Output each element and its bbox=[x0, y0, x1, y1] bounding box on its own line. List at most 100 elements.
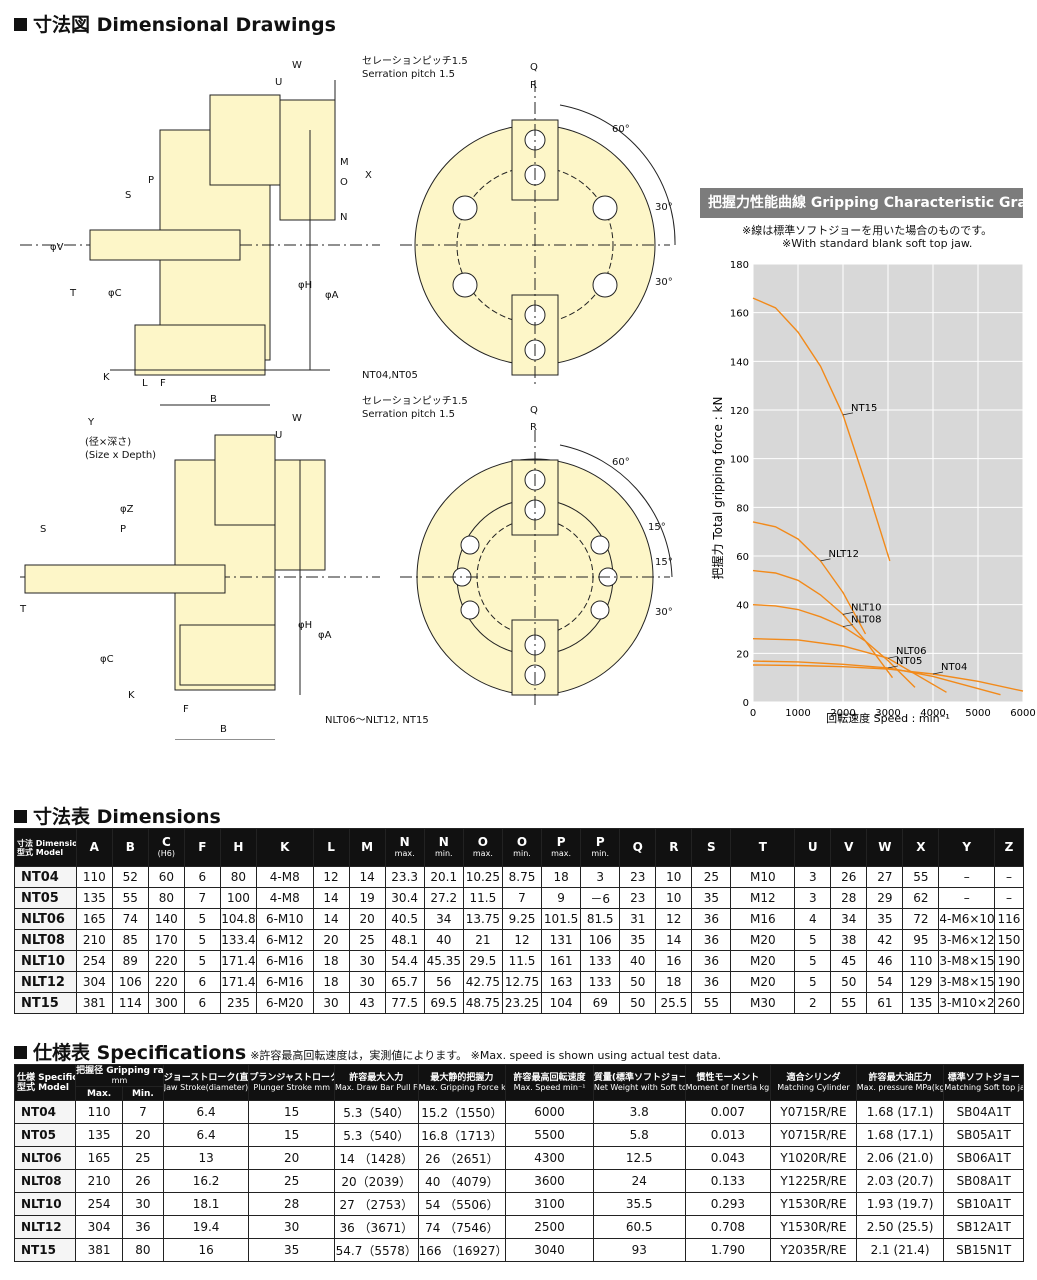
dim-cell: 161 bbox=[541, 950, 582, 972]
model-cell: NT05 bbox=[14, 887, 77, 909]
dim-cell: 23.3 bbox=[384, 866, 425, 888]
dim-cell: 381 bbox=[75, 992, 113, 1014]
model-cell: NLT12 bbox=[13, 1215, 77, 1239]
dim-cell: 6-M20 bbox=[255, 992, 314, 1014]
spec-cell: 20 bbox=[122, 1123, 164, 1147]
dim-r-bottom: R bbox=[530, 422, 537, 433]
spec-cell: 54.7（5578） bbox=[334, 1238, 419, 1262]
dim-cell: 135 bbox=[902, 992, 940, 1014]
series-leader bbox=[842, 624, 854, 627]
dim-cell: 9 bbox=[541, 887, 582, 909]
front-view-bottom bbox=[400, 430, 673, 705]
dim-cell: 171.4 bbox=[219, 950, 257, 972]
y-size-label-jp: (径×深さ) bbox=[85, 435, 131, 448]
series-label-nlt12: NLT12 bbox=[829, 549, 860, 560]
dim-cell: 165 bbox=[75, 908, 113, 930]
dim-cell: 23 bbox=[619, 887, 657, 909]
dim-cell: 110 bbox=[75, 866, 113, 888]
spec-cell: 2500 bbox=[505, 1215, 594, 1239]
dim-cell: 55 bbox=[111, 887, 149, 909]
dim-cell: 14 bbox=[348, 866, 386, 888]
dim-cell: 74 bbox=[111, 908, 149, 930]
spec-cell: Y0715R/RE bbox=[770, 1100, 857, 1124]
dim-cell: 14 bbox=[312, 887, 350, 909]
series-leader bbox=[932, 671, 944, 675]
dim-cell: 6 bbox=[183, 866, 221, 888]
spec-cell: Y0715R/RE bbox=[770, 1123, 857, 1147]
dim-cell: 29.5 bbox=[462, 950, 503, 972]
dim-cell: 19 bbox=[348, 887, 386, 909]
dim-cell: 6 bbox=[183, 971, 221, 993]
dim-t-top: T bbox=[69, 288, 77, 299]
model-cell: NLT06 bbox=[14, 908, 77, 930]
dim-x-top: X bbox=[365, 170, 372, 181]
spec-cell: SB08A1T bbox=[943, 1169, 1024, 1193]
dim-cell: 11.5 bbox=[501, 950, 543, 972]
dim-cell: 260 bbox=[993, 992, 1025, 1014]
dim-cell: 190 bbox=[993, 950, 1025, 972]
dim-f-top: F bbox=[160, 378, 166, 389]
spec-cell: 3600 bbox=[505, 1169, 594, 1193]
dim-cell: M20 bbox=[730, 929, 796, 951]
spec-cell: 6000 bbox=[505, 1100, 594, 1124]
dim-cell: 69.5 bbox=[423, 992, 464, 1014]
dim-cell: 89 bbox=[111, 950, 149, 972]
dim-col-header: T bbox=[730, 828, 796, 867]
spec-cell: 1.68 (17.1) bbox=[855, 1123, 945, 1147]
dim-cell: 30 bbox=[348, 950, 386, 972]
spec-cell: SB04A1T bbox=[943, 1100, 1024, 1124]
dim-cell: 13.75 bbox=[462, 908, 503, 930]
x-tick-label: 3000 bbox=[875, 708, 900, 719]
dim-cell: 80 bbox=[147, 887, 185, 909]
dim-corner-header: 寸法 Dimensions型式 Model bbox=[14, 828, 77, 867]
dim-cell: 129 bbox=[902, 971, 940, 993]
spec-sub-header: Min. bbox=[122, 1086, 164, 1101]
model-cell: NT15 bbox=[14, 992, 77, 1014]
model-cell: NT05 bbox=[13, 1123, 77, 1147]
spec-cell: SB05A1T bbox=[943, 1123, 1024, 1147]
dim-cell: 110 bbox=[902, 950, 940, 972]
dim-cell: 36 bbox=[691, 929, 732, 951]
spec-cell: 4300 bbox=[505, 1146, 594, 1170]
spec-cell: 30 bbox=[122, 1192, 164, 1216]
series-line-nlt12 bbox=[752, 521, 867, 635]
dim-a-bottom: φA bbox=[318, 630, 332, 641]
dim-cell: 171.4 bbox=[219, 971, 257, 993]
model-cell: NT04 bbox=[14, 866, 77, 888]
dim-a-top: φA bbox=[325, 290, 339, 301]
serration-label-en-bottom: Serration pitch 1.5 bbox=[362, 409, 455, 420]
y-size-label-en: (Size x Depth) bbox=[85, 450, 156, 461]
spec-cell: 0.293 bbox=[684, 1192, 772, 1216]
front-view-top bbox=[400, 80, 676, 385]
dim-cell: 220 bbox=[147, 950, 185, 972]
dim-cell: 135 bbox=[75, 887, 113, 909]
spec-cell: 2.50 (25.5) bbox=[855, 1215, 945, 1239]
dim-col-header: F bbox=[183, 828, 221, 867]
spec-cell: 80 bbox=[122, 1238, 164, 1262]
dim-cell: 26 bbox=[830, 866, 868, 888]
dim-cell: – bbox=[993, 887, 1025, 909]
dim-col-header: Z bbox=[993, 828, 1025, 867]
x-tick-label: 1000 bbox=[785, 708, 810, 719]
angle-60-bottom: 60° bbox=[612, 457, 630, 468]
dim-col-header: Q bbox=[619, 828, 657, 867]
dim-cell: 140 bbox=[147, 908, 185, 930]
spec-cell: 25 bbox=[248, 1169, 335, 1193]
dim-cell: 114 bbox=[111, 992, 149, 1014]
side-view-top bbox=[20, 80, 380, 406]
dim-cell: 20 bbox=[312, 929, 350, 951]
dim-cell: 220 bbox=[147, 971, 185, 993]
spec-cell: 110 bbox=[75, 1100, 124, 1124]
dim-cell: M10 bbox=[730, 866, 796, 888]
spec-cell: 36 （3671） bbox=[334, 1215, 419, 1239]
dim-cell: M30 bbox=[730, 992, 796, 1014]
dim-cell: 5 bbox=[794, 950, 832, 972]
caption-top: NT04,NT05 bbox=[362, 370, 418, 381]
spec-cell: 28 bbox=[248, 1192, 335, 1216]
